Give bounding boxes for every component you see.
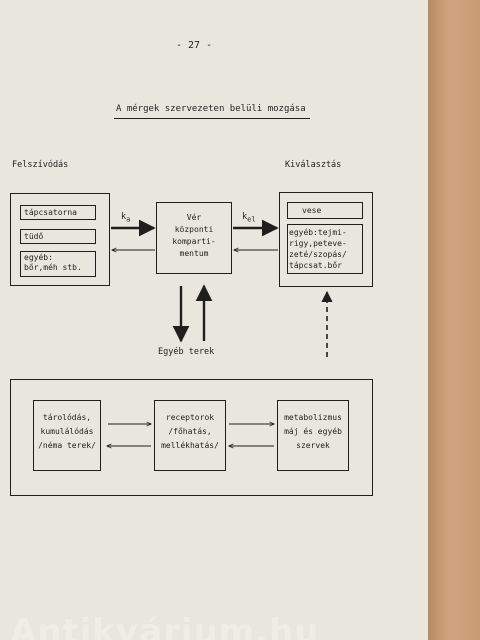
rate-absorption-k: k: [121, 212, 127, 222]
absorption-item-lung: tüdő: [20, 229, 96, 244]
storage-line1: tárolódás,: [42, 413, 92, 422]
excretion-other-line3: zeté/szopás/: [289, 250, 347, 259]
rate-elimination-sub: el: [247, 215, 256, 224]
other-spaces-label: Egyéb terek: [158, 347, 215, 357]
receptors-line3: mellékhatás/: [161, 441, 219, 450]
central-compartment: Vér központi komparti- mentum: [156, 202, 232, 274]
rate-elimination-label: kel: [242, 212, 256, 226]
title-underline: [114, 118, 310, 119]
metabolism-box: metabolizmus máj és egyéb szervek: [277, 400, 349, 471]
absorption-item-other: egyéb: bőr,méh stb.: [20, 251, 96, 277]
storage-box: tárolódás, kumulálódás /néma terek/: [33, 400, 101, 471]
excretion-other-line4: tápcsat.bőr: [289, 261, 342, 270]
central-line1: Vér: [186, 213, 202, 222]
receptors-line2: /főhatás,: [168, 427, 212, 436]
absorption-group: [10, 193, 110, 286]
metabolism-line2: máj és egyéb: [284, 427, 342, 436]
page-edge: [428, 0, 480, 640]
central-line4: mentum: [179, 249, 209, 258]
excretion-item-kidney: vese: [287, 202, 363, 219]
rate-absorption-sub: a: [126, 215, 131, 224]
metabolism-line1: metabolizmus: [284, 413, 342, 422]
diagram-arrows: [0, 219, 333, 640]
absorption-other-line2: bőr,méh stb.: [24, 263, 82, 272]
absorption-label: Felszívódás: [12, 160, 69, 170]
storage-line2: kumulálódás: [40, 427, 94, 436]
excretion-other-line2: rigy,peteve-: [289, 239, 347, 248]
absorption-other-line1: egyéb:: [24, 253, 53, 262]
tissue-group: [10, 379, 373, 496]
receptors-box: receptorok /főhatás, mellékhatás/: [154, 400, 226, 471]
excretion-item-other: egyéb:tejmi- rigy,peteve- zeté/szopás/ t…: [287, 224, 363, 274]
document-page: [0, 0, 430, 640]
excretion-group: [279, 192, 373, 287]
rate-absorption-label: ka: [121, 212, 130, 226]
rate-elimination-k: k: [242, 212, 248, 222]
absorption-item-gi-tract: tápcsatorna: [20, 205, 96, 220]
excretion-label: Kiválasztás: [285, 160, 342, 170]
storage-line3: /néma terek/: [38, 441, 96, 450]
watermark: Antikvárium.hu: [10, 612, 320, 640]
diagram-title: A mérgek szervezeten belüli mozgása: [116, 104, 306, 114]
central-line2: központi: [174, 225, 214, 234]
metabolism-line3: szervek: [296, 441, 330, 450]
page-number: - 27 -: [176, 40, 213, 51]
excretion-other-line1: egyéb:tejmi-: [289, 228, 347, 237]
receptors-line1: receptorok: [165, 413, 215, 422]
central-line3: komparti-: [172, 237, 216, 246]
